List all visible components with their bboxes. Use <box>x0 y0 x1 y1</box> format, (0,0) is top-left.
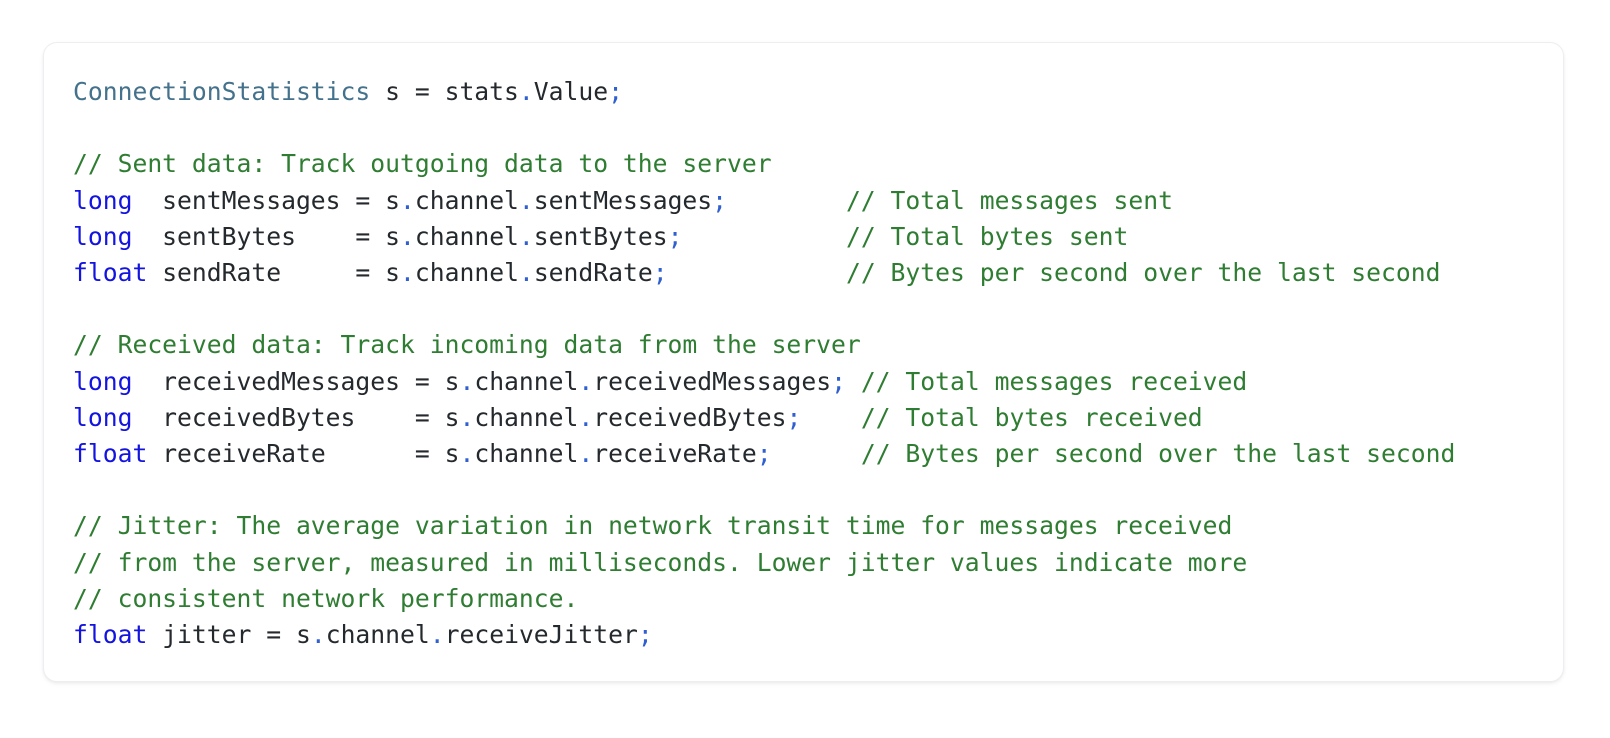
code-token-comment: // Received data: Track incoming data fr… <box>73 330 861 360</box>
code-line: long receivedBytes = s.channel.receivedB… <box>73 400 1563 436</box>
code-token-keyword: long <box>73 366 133 396</box>
code-token-plain <box>772 439 861 468</box>
code-token-plain <box>668 258 846 287</box>
code-token-plain: channel <box>474 402 579 432</box>
code-token-plain: receiveRate = s <box>147 439 460 469</box>
code-token-comment: // Bytes per second over the last second <box>860 439 1456 469</box>
code-token-plain: jitter = s <box>147 620 311 650</box>
code-token-plain <box>727 186 846 215</box>
code-token-plain: receiveRate <box>593 439 757 469</box>
code-token-plain: channel <box>325 620 430 650</box>
code-token-punct: ; <box>608 77 623 106</box>
code-token-plain <box>846 367 861 396</box>
code-token-keyword: float <box>73 439 148 469</box>
code-token-keyword: long <box>73 185 133 215</box>
code-token-punct: . <box>518 258 534 288</box>
code-token-plain: receivedBytes = s <box>132 402 460 432</box>
code-token-punct: ; <box>637 620 653 650</box>
code-token-keyword: long <box>73 221 133 251</box>
code-line: long sentMessages = s.channel.sentMessag… <box>73 183 1563 219</box>
code-token-comment: // Total messages received <box>860 366 1248 396</box>
code-token-comment: // Bytes per second over the last second <box>845 258 1441 288</box>
code-token-plain: receivedMessages <box>593 366 832 396</box>
code-token-comment: // Total bytes received <box>860 402 1203 432</box>
code-token-comment: // Sent data: Track outgoing data to the… <box>73 149 772 179</box>
code-token-punct: . <box>518 77 534 106</box>
code-token-plain: receivedBytes <box>593 402 787 432</box>
code-line: long sentBytes = s.channel.sentBytes; //… <box>73 219 1563 255</box>
code-line: float jitter = s.channel.receiveJitter; <box>73 617 1563 653</box>
code-token-plain: channel <box>414 221 519 251</box>
code-token-plain: sentBytes = s <box>132 221 400 251</box>
code-token-plain <box>682 222 846 251</box>
code-token-keyword: float <box>73 258 148 288</box>
code-line <box>73 472 1563 508</box>
code-token-plain: sentMessages <box>533 185 713 215</box>
code-token-comment: // Jitter: The average variation in netw… <box>73 511 1233 541</box>
code-line: // Sent data: Track outgoing data to the… <box>73 146 1563 182</box>
code-content: ConnectionStatistics s = stats.Value; //… <box>73 74 1563 653</box>
code-token-comment: // from the server, measured in millisec… <box>73 547 1248 577</box>
code-token-comment: // Total messages sent <box>845 185 1173 215</box>
code-token-plain: sentMessages = s <box>132 185 400 215</box>
code-line <box>73 291 1563 327</box>
code-line: // consistent network performance. <box>73 581 1563 617</box>
code-line: ConnectionStatistics s = stats.Value; <box>73 74 1563 110</box>
code-token-punct: . <box>459 366 475 396</box>
code-token-punct: ; <box>831 366 846 396</box>
code-line: float sendRate = s.channel.sendRate; // … <box>73 255 1563 291</box>
code-line: // Received data: Track incoming data fr… <box>73 327 1563 363</box>
code-token-punct: ; <box>667 221 683 251</box>
code-token-punct: ; <box>712 185 728 215</box>
code-token-punct: . <box>429 620 445 650</box>
code-token-comment: // consistent network performance. <box>73 583 579 613</box>
code-token-plain: receiveJitter <box>444 620 638 650</box>
code-token-keyword: long <box>73 402 133 432</box>
code-token-plain <box>801 403 860 432</box>
code-line: long receivedMessages = s.channel.receiv… <box>73 364 1563 400</box>
code-token-punct: . <box>400 258 415 288</box>
code-token-punct: ; <box>652 258 668 288</box>
code-block[interactable]: ConnectionStatistics s = stats.Value; //… <box>44 43 1563 653</box>
code-token-plain: channel <box>474 439 579 469</box>
code-token-plain: channel <box>474 366 579 396</box>
code-token-plain: Value <box>533 77 609 106</box>
code-token-plain: s = stats <box>370 77 519 106</box>
code-token-punct: . <box>578 402 594 432</box>
code-token-punct: . <box>310 620 326 650</box>
code-token-plain: channel <box>414 258 519 288</box>
code-token-keyword: float <box>73 620 148 650</box>
code-token-punct: . <box>578 439 594 469</box>
code-token-comment: // Total bytes sent <box>845 221 1129 251</box>
code-token-punct: . <box>459 402 475 432</box>
code-token-punct: . <box>578 366 594 396</box>
code-token-punct: . <box>518 221 534 251</box>
code-token-punct: . <box>400 185 415 215</box>
code-token-plain: receivedMessages = s <box>132 366 460 396</box>
code-token-plain: channel <box>414 185 519 215</box>
code-line: float receiveRate = s.channel.receiveRat… <box>73 436 1563 472</box>
code-token-punct: ; <box>756 439 772 469</box>
code-snippet-card: ConnectionStatistics s = stats.Value; //… <box>43 42 1564 682</box>
code-token-plain: sendRate <box>533 258 653 288</box>
code-line <box>73 110 1563 146</box>
code-line: // Jitter: The average variation in netw… <box>73 508 1563 544</box>
code-token-punct: ; <box>786 402 802 432</box>
code-scroll-region[interactable]: ConnectionStatistics s = stats.Value; //… <box>44 43 1563 681</box>
code-token-plain: sentBytes <box>533 221 668 251</box>
code-token-punct: . <box>459 439 475 469</box>
code-token-punct: . <box>400 221 415 251</box>
code-token-type: ConnectionStatistics <box>73 77 371 106</box>
code-token-plain: sendRate = s <box>147 258 401 288</box>
code-token-punct: . <box>518 185 534 215</box>
code-line: // from the server, measured in millisec… <box>73 545 1563 581</box>
